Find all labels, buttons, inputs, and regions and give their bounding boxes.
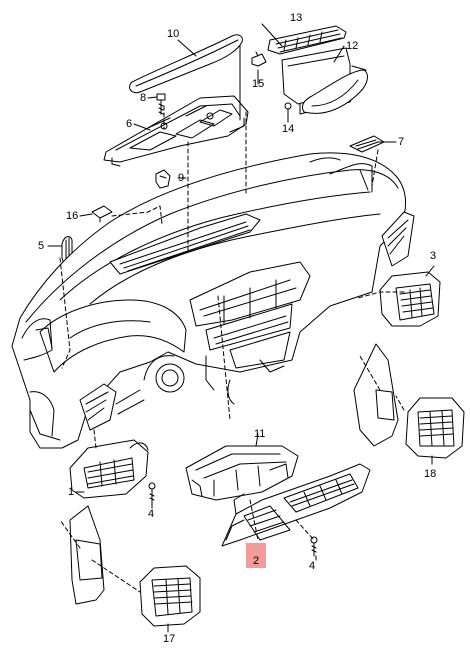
callout-8: 8 [140,92,147,104]
callout-16: 16 [66,210,79,222]
callout-15: 15 [252,78,265,90]
dash-vent-part-1 [69,439,149,499]
vent-housing-part-11 [185,445,299,501]
clip-part-15 [251,51,267,67]
callout-2: 2 [253,555,260,567]
callout-1: 1 [68,486,75,498]
outer-vent-part-17 [69,505,201,627]
screw-near-part-1 [148,482,156,505]
center-vent-part-2 [221,463,371,547]
dashboard-assembly [11,152,415,449]
callout-18: 18 [424,468,437,480]
callout-7: 7 [398,136,405,148]
callout-6: 6 [126,118,133,130]
callout-14: 14 [282,123,295,135]
callout-5: 5 [38,240,45,252]
clip-part-16 [91,205,113,223]
outer-vent-part-18 [353,343,465,459]
dashed-leaders [59,105,405,593]
side-vent-part-3 [379,271,441,327]
callout-4-left: 4 [148,508,155,520]
callout-9: 9 [178,172,185,184]
screw-near-part-2 [310,536,318,557]
highlight-box-part-2 [246,543,266,568]
screw-part-14 [284,102,292,119]
vent-part-7 [349,135,385,153]
callout-12: 12 [346,40,359,52]
grille-part-13 [267,25,347,55]
callout-13: 13 [290,12,303,24]
glovebox-part-12 [281,47,368,115]
callout-3: 3 [430,250,437,262]
callout-17: 17 [163,633,176,645]
trim-strip-part-10 [129,34,243,94]
callout-4-right: 4 [309,560,316,572]
clip-part-9 [155,169,171,189]
upper-panel-part-6 [103,95,249,167]
bolt-part-8 [156,93,166,115]
leader-lines [47,23,435,633]
callout-11: 11 [254,428,266,440]
callout-10: 10 [167,28,180,40]
